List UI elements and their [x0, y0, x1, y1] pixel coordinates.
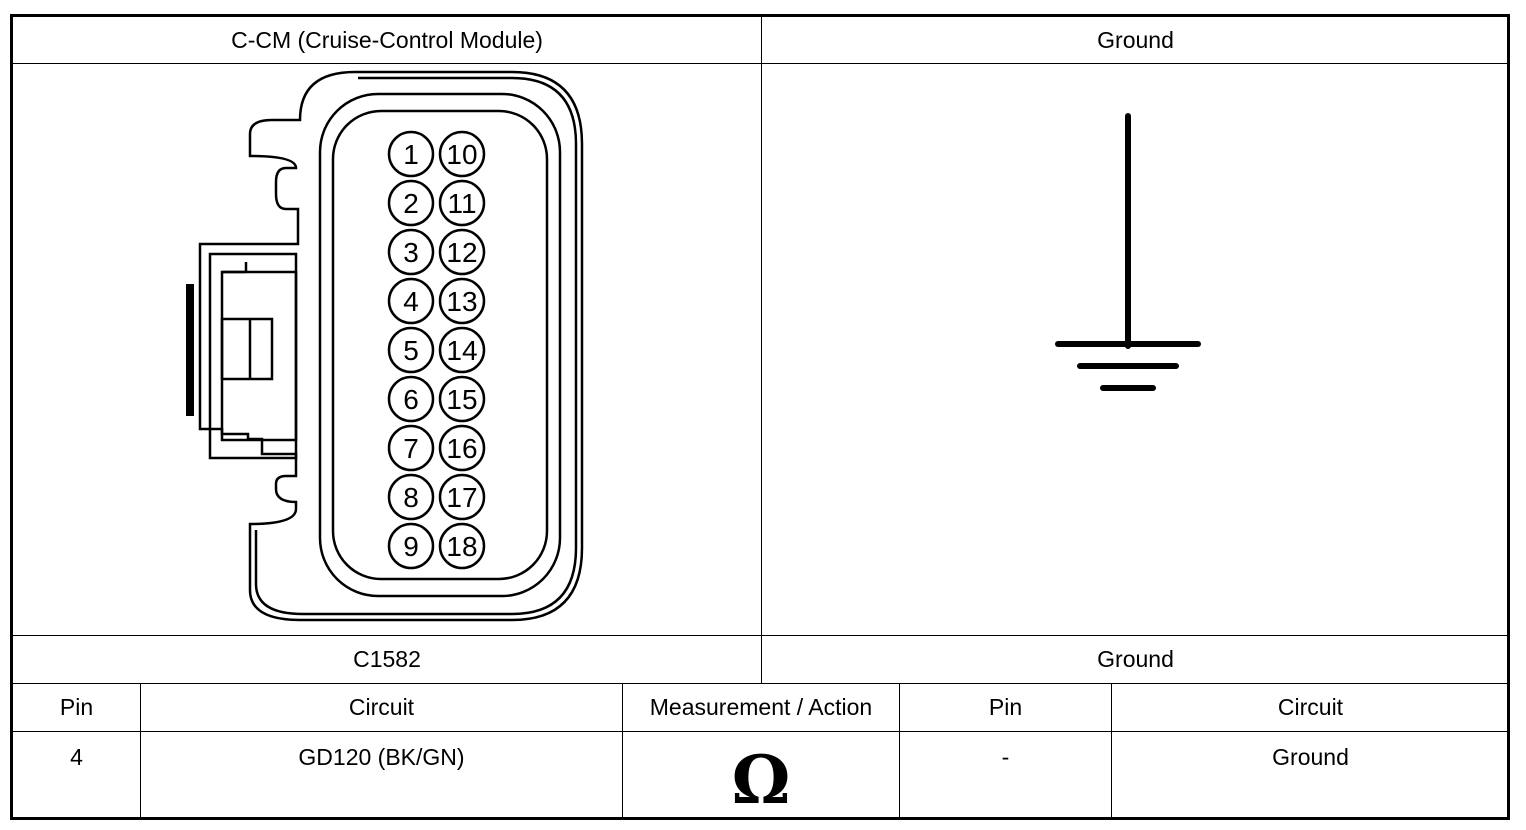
pins-right-column: 10 11 12 13 14 15 16 17 18 — [438, 130, 486, 570]
pin-label: 18 — [446, 531, 477, 562]
pins-left-column: 1 2 3 4 5 6 7 8 9 — [387, 130, 435, 570]
pin-circle — [438, 424, 486, 472]
pin-circle — [387, 228, 435, 276]
header-circuit-2: Circuit — [1277, 694, 1344, 720]
pin-circle — [438, 326, 486, 374]
pin-circle — [387, 326, 435, 374]
pin-label: 10 — [446, 139, 477, 170]
pin-label: 3 — [403, 237, 419, 268]
pin-circle — [387, 424, 435, 472]
divider — [12, 63, 1509, 64]
pin-17: 17 — [438, 473, 486, 521]
pin-circle — [438, 179, 486, 227]
pin-14: 14 — [438, 326, 486, 374]
pin-13: 13 — [438, 277, 486, 325]
pin-circle — [438, 375, 486, 423]
pin-circle — [387, 130, 435, 178]
pin-label: 2 — [403, 188, 419, 219]
pin-label: 6 — [403, 384, 419, 415]
pin-8: 8 — [387, 473, 435, 521]
pin-2: 2 — [387, 179, 435, 227]
pin-label: 12 — [446, 237, 477, 268]
pin-3: 3 — [387, 228, 435, 276]
row-pin: 4 — [70, 744, 83, 770]
pin-label: 13 — [446, 286, 477, 317]
pin-1: 1 — [387, 130, 435, 178]
pin-label: 14 — [446, 335, 477, 366]
divider — [761, 16, 762, 683]
pin-circle — [438, 228, 486, 276]
pin-16: 16 — [438, 424, 486, 472]
pin-circle — [438, 130, 486, 178]
pin-label: 1 — [403, 139, 419, 170]
pin-10: 10 — [438, 130, 486, 178]
divider — [140, 683, 141, 818]
pin-circle — [387, 277, 435, 325]
pin-label: 9 — [403, 531, 419, 562]
pin-label: 5 — [403, 335, 419, 366]
header-pin-2: Pin — [988, 694, 1023, 720]
divider — [622, 683, 623, 818]
row-circuit: GD120 (BK/GN) — [298, 744, 465, 770]
pin-11: 11 — [438, 179, 486, 227]
divider — [12, 683, 1509, 684]
pin-circle — [387, 179, 435, 227]
ground-symbol-icon — [1055, 113, 1201, 391]
row-pin-2: - — [1001, 744, 1010, 770]
divider — [899, 683, 900, 818]
pin-circle — [438, 277, 486, 325]
pin-circle — [438, 522, 486, 570]
pin-circle — [387, 522, 435, 570]
pin-label: 16 — [446, 433, 477, 464]
pin-label: 11 — [447, 188, 476, 219]
header-pin: Pin — [59, 694, 94, 720]
header-measurement: Measurement / Action — [649, 694, 873, 720]
pin-5: 5 — [387, 326, 435, 374]
divider — [12, 635, 1509, 636]
pin-9: 9 — [387, 522, 435, 570]
pinout-table — [10, 14, 1510, 820]
right-header: Ground — [1097, 26, 1174, 53]
pin-7: 7 — [387, 424, 435, 472]
pin-12: 12 — [438, 228, 486, 276]
pin-15: 15 — [438, 375, 486, 423]
header-circuit: Circuit — [348, 694, 415, 720]
divider — [1111, 683, 1112, 818]
ground-caption: Ground — [1097, 646, 1174, 672]
pin-label: 7 — [403, 433, 419, 464]
pin-label: 8 — [403, 482, 419, 513]
connector-caption: C1582 — [353, 646, 421, 672]
left-header: C-CM (Cruise-Control Module) — [231, 26, 543, 53]
divider — [12, 731, 1509, 732]
pin-18: 18 — [438, 522, 486, 570]
pin-circle — [387, 473, 435, 521]
pin-circle — [387, 375, 435, 423]
pin-circle — [438, 473, 486, 521]
row-circuit-2: Ground — [1272, 744, 1349, 770]
pin-label: 15 — [446, 384, 477, 415]
pin-6: 6 — [387, 375, 435, 423]
pin-label: 4 — [403, 286, 419, 317]
pin-4: 4 — [387, 277, 435, 325]
pin-label: 17 — [446, 482, 477, 513]
ohmmeter-icon: Ω — [731, 741, 791, 819]
